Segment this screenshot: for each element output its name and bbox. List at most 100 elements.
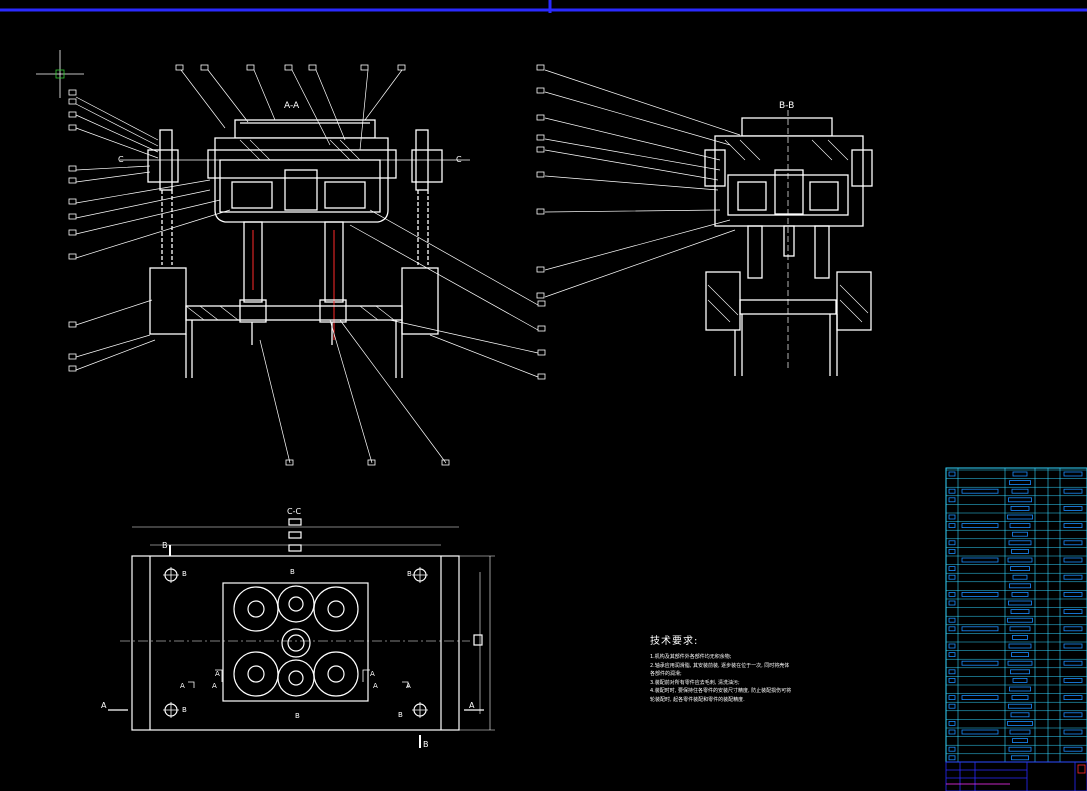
parts-list-cell — [1009, 583, 1031, 589]
parts-list-cell — [1009, 523, 1031, 528]
parts-list-cell — [961, 557, 999, 563]
parts-list-cell — [948, 703, 956, 709]
balloon-markers-aa — [68, 64, 546, 466]
parts-list-cell — [948, 574, 956, 580]
marker-b-tl: B — [182, 570, 187, 578]
parts-list-cell — [1011, 755, 1029, 761]
parts-list-cell — [1012, 471, 1028, 477]
requirement-line: 3.装配前对所有零件应去毛刺, 清洗油污; — [650, 679, 740, 686]
parts-list-cell — [1007, 557, 1033, 563]
parts-list-cell — [1009, 480, 1031, 486]
marker-a-inner-4: A — [373, 682, 378, 690]
marker-b-top: B — [162, 541, 168, 550]
parts-list-cell — [1063, 523, 1083, 528]
marker-b-bl: B — [182, 706, 187, 714]
parts-list-cell — [1009, 626, 1031, 632]
parts-list-cell — [948, 746, 956, 752]
parts-list-cell — [961, 695, 999, 700]
marker-a-left: A — [101, 701, 107, 710]
parts-list-cell — [1063, 678, 1083, 683]
parts-list-cell — [1008, 746, 1032, 752]
parts-list-cell — [1063, 540, 1083, 546]
parts-list-cell — [948, 600, 956, 606]
parts-list-cell — [961, 523, 999, 528]
parts-list-cell — [948, 643, 956, 649]
leader-lines-aa — [75, 69, 539, 464]
parts-list-cell — [1063, 488, 1083, 494]
parts-list-cell — [1010, 669, 1030, 675]
parts-list-cell — [961, 729, 999, 735]
parts-list-cell — [1011, 488, 1029, 494]
parts-list-cell — [1011, 652, 1029, 657]
parts-list-cell — [1063, 660, 1083, 666]
parts-list-cell — [1011, 549, 1029, 554]
marker-a-inner-2: A — [212, 682, 217, 690]
parts-list-cell — [1008, 497, 1032, 503]
parts-list-cell — [1063, 712, 1083, 718]
section-cc-title: C-C — [287, 507, 301, 516]
marker-a-inner-3: A — [370, 670, 375, 678]
parts-list-cell — [1012, 635, 1028, 640]
parts-list-cell — [948, 721, 956, 726]
parts-list-cell — [961, 488, 999, 494]
parts-list-cell — [1007, 660, 1033, 666]
parts-list-cell — [948, 678, 956, 683]
parts-list-cell — [1010, 505, 1030, 511]
parts-list-cell — [948, 669, 956, 675]
leader-lines-bb — [544, 69, 741, 298]
parts-list-cell — [948, 755, 956, 761]
parts-list-cell — [948, 652, 956, 657]
marker-b-inner-top: B — [290, 568, 295, 576]
parts-list-cell — [948, 729, 956, 735]
parts-list-cell — [1011, 695, 1029, 700]
parts-list-cell — [1010, 566, 1030, 571]
marker-b-inner-bottom: B — [295, 712, 300, 720]
parts-list-cell — [1063, 557, 1083, 563]
parts-list-cell — [948, 617, 956, 623]
parts-list-cell — [1010, 609, 1030, 614]
section-cc-markers: A A B B B B B B B B A A A A A A — [101, 541, 475, 749]
drawing-frame — [0, 0, 1087, 13]
title-block — [945, 761, 1087, 791]
parts-list-cell — [948, 626, 956, 632]
marker-b-bottom: B — [423, 740, 429, 749]
marker-a-inner-5: A — [406, 682, 411, 690]
parts-list-cell — [1012, 574, 1028, 580]
parts-list-cell — [1063, 609, 1083, 614]
requirement-line: 轮装配时, 起各零件装配和零件的装配精度. — [650, 696, 745, 703]
section-view-cc: C-C — [108, 507, 495, 748]
parts-list-cell — [1063, 729, 1083, 735]
parts-list-cell — [1007, 617, 1033, 623]
parts-list-cell — [1010, 712, 1030, 718]
parts-list-cell — [948, 540, 956, 546]
requirement-line: 2.轴承应用润滑脂, 其安装前装, 逐步装在位于一次, 同时将壳体 — [650, 662, 790, 669]
parts-list-cell — [1007, 721, 1033, 726]
parts-list-cell — [1007, 514, 1033, 520]
parts-list-cell — [961, 660, 999, 666]
parts-list-cell — [948, 566, 956, 571]
section-view-bb: B-B — [704, 101, 873, 376]
parts-list-cell — [948, 497, 956, 503]
section-bb-title: B-B — [779, 101, 794, 111]
parts-list-table — [945, 467, 1087, 763]
parts-list-cell — [1012, 531, 1028, 537]
parts-list-cell — [1009, 729, 1031, 735]
parts-list-cell — [948, 695, 956, 700]
requirement-line: 1.机构及其部件外各部件均无积余物; — [650, 654, 732, 660]
marker-b-br: B — [398, 711, 403, 719]
marker-a-right: A — [469, 701, 475, 710]
parts-list-cell — [961, 592, 999, 597]
marker-c-left: C — [118, 155, 124, 164]
parts-list-cell — [948, 471, 956, 477]
parts-list-cell — [1063, 471, 1083, 477]
parts-list-cell — [1063, 695, 1083, 700]
requirement-line: 各部件的润滑; — [650, 671, 682, 677]
marker-c-right: C — [456, 155, 462, 164]
parts-list-cell — [1063, 592, 1083, 597]
section-view-aa: A-A — [118, 101, 470, 378]
parts-list-cell — [948, 514, 956, 520]
parts-list-cell — [1009, 686, 1031, 692]
technical-requirements: 技术要求: 1.机构及其部件外各部件均无积余物; 2.轴承应用润滑脂, 其安装前… — [650, 632, 870, 704]
cursor-crosshair-icon — [36, 50, 84, 98]
